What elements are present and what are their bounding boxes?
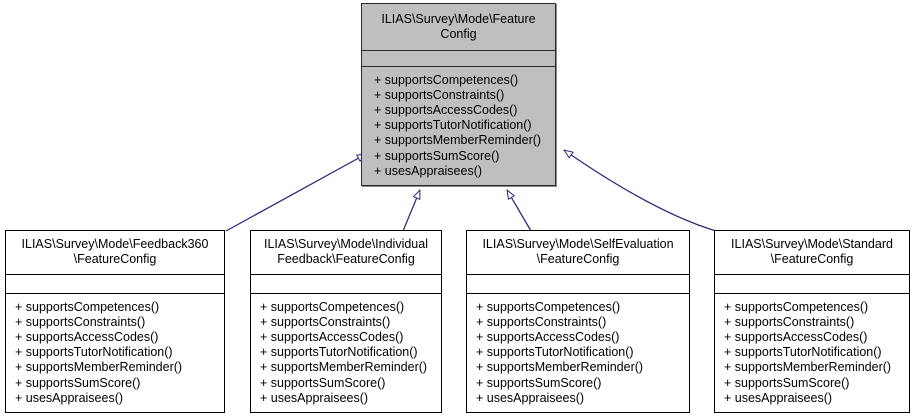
class-attributes-compartment xyxy=(362,51,555,67)
class-operations-compartment: + supportsCompetences() + supportsConstr… xyxy=(467,294,689,412)
class-title: ILIAS\Survey\Mode\Individual Feedback\Fe… xyxy=(251,231,441,275)
class-operation[interactable]: + supportsTutorNotification() xyxy=(374,118,532,133)
class-operation[interactable]: + supportsSumScore() xyxy=(260,375,386,390)
class-operations-compartment: + supportsCompetences() + supportsConstr… xyxy=(715,294,909,412)
class-operation[interactable]: + supportsAccessCodes() xyxy=(15,329,159,344)
class-operations-compartment: + supportsCompetences() + supportsConstr… xyxy=(251,294,441,412)
class-operation[interactable]: + supportsMemberReminder() xyxy=(476,360,644,375)
inheritance-edge-individual-feedback xyxy=(402,190,421,232)
class-operation[interactable]: + supportsMemberReminder() xyxy=(724,360,892,375)
uml-class-box-feedback360-feature-config[interactable]: ILIAS\Survey\Mode\Feedback360 \FeatureCo… xyxy=(5,230,225,413)
class-operation[interactable]: + supportsAccessCodes() xyxy=(260,329,404,344)
class-title: ILIAS\Survey\Mode\Feedback360 \FeatureCo… xyxy=(6,231,224,275)
class-operation[interactable]: + supportsTutorNotification() xyxy=(724,345,882,360)
class-title: ILIAS\Survey\Mode\Standard \FeatureConfi… xyxy=(715,231,909,275)
class-operation[interactable]: + usesAppraisees() xyxy=(15,390,124,405)
class-operation[interactable]: + supportsMemberReminder() xyxy=(260,360,428,375)
uml-class-box-selfevaluation-feature-config[interactable]: ILIAS\Survey\Mode\SelfEvaluation \Featur… xyxy=(466,230,690,413)
uml-class-box-feature-config[interactable]: ILIAS\Survey\Mode\Feature Config + suppo… xyxy=(361,3,556,186)
class-operation[interactable]: + supportsTutorNotification() xyxy=(15,345,173,360)
class-operation[interactable]: + supportsMemberReminder() xyxy=(15,360,183,375)
class-operations-compartment: + supportsCompetences() + supportsConstr… xyxy=(362,67,555,185)
uml-class-box-standard-feature-config[interactable]: ILIAS\Survey\Mode\Standard \FeatureConfi… xyxy=(714,230,910,413)
class-operation[interactable]: + usesAppraisees() xyxy=(724,390,833,405)
class-operation[interactable]: + supportsConstraints() xyxy=(260,314,391,329)
class-operation[interactable]: + usesAppraisees() xyxy=(374,163,483,178)
class-operation[interactable]: + supportsMemberReminder() xyxy=(374,133,542,148)
class-title: ILIAS\Survey\Mode\SelfEvaluation \Featur… xyxy=(467,231,689,275)
class-operation[interactable]: + supportsConstraints() xyxy=(724,314,855,329)
inheritance-edge-feedback360 xyxy=(225,154,366,232)
class-operation[interactable]: + supportsConstraints() xyxy=(15,314,146,329)
class-operation[interactable]: + supportsSumScore() xyxy=(374,148,500,163)
class-operation[interactable]: + usesAppraisees() xyxy=(476,390,585,405)
class-operation[interactable]: + supportsCompetences() xyxy=(476,299,621,314)
class-operation[interactable]: + supportsAccessCodes() xyxy=(374,102,518,117)
class-attributes-compartment xyxy=(715,275,909,294)
class-attributes-compartment xyxy=(6,275,224,294)
class-operation[interactable]: + supportsAccessCodes() xyxy=(476,329,620,344)
class-operation[interactable]: + supportsSumScore() xyxy=(724,375,850,390)
class-operation[interactable]: + supportsCompetences() xyxy=(374,72,519,87)
class-attributes-compartment xyxy=(467,275,689,294)
class-operation[interactable]: + usesAppraisees() xyxy=(260,390,369,405)
class-operation[interactable]: + supportsCompetences() xyxy=(15,299,160,314)
class-operation[interactable]: + supportsConstraints() xyxy=(476,314,607,329)
class-title: ILIAS\Survey\Mode\Feature Config xyxy=(362,4,555,51)
class-operation[interactable]: + supportsTutorNotification() xyxy=(476,345,634,360)
class-operation[interactable]: + supportsCompetences() xyxy=(260,299,405,314)
class-operation[interactable]: + supportsTutorNotification() xyxy=(260,345,418,360)
uml-class-box-individual-feedback-feature-config[interactable]: ILIAS\Survey\Mode\Individual Feedback\Fe… xyxy=(250,230,442,413)
class-operation[interactable]: + supportsSumScore() xyxy=(15,375,141,390)
class-operations-compartment: + supportsCompetences() + supportsConstr… xyxy=(6,294,224,412)
class-operation[interactable]: + supportsSumScore() xyxy=(476,375,602,390)
class-operation[interactable]: + supportsConstraints() xyxy=(374,87,505,102)
class-attributes-compartment xyxy=(251,275,441,294)
inheritance-edge-standard xyxy=(564,150,717,232)
class-operation[interactable]: + supportsAccessCodes() xyxy=(724,329,868,344)
class-operation[interactable]: + supportsCompetences() xyxy=(724,299,869,314)
inheritance-edge-selfevaluation xyxy=(507,190,532,232)
